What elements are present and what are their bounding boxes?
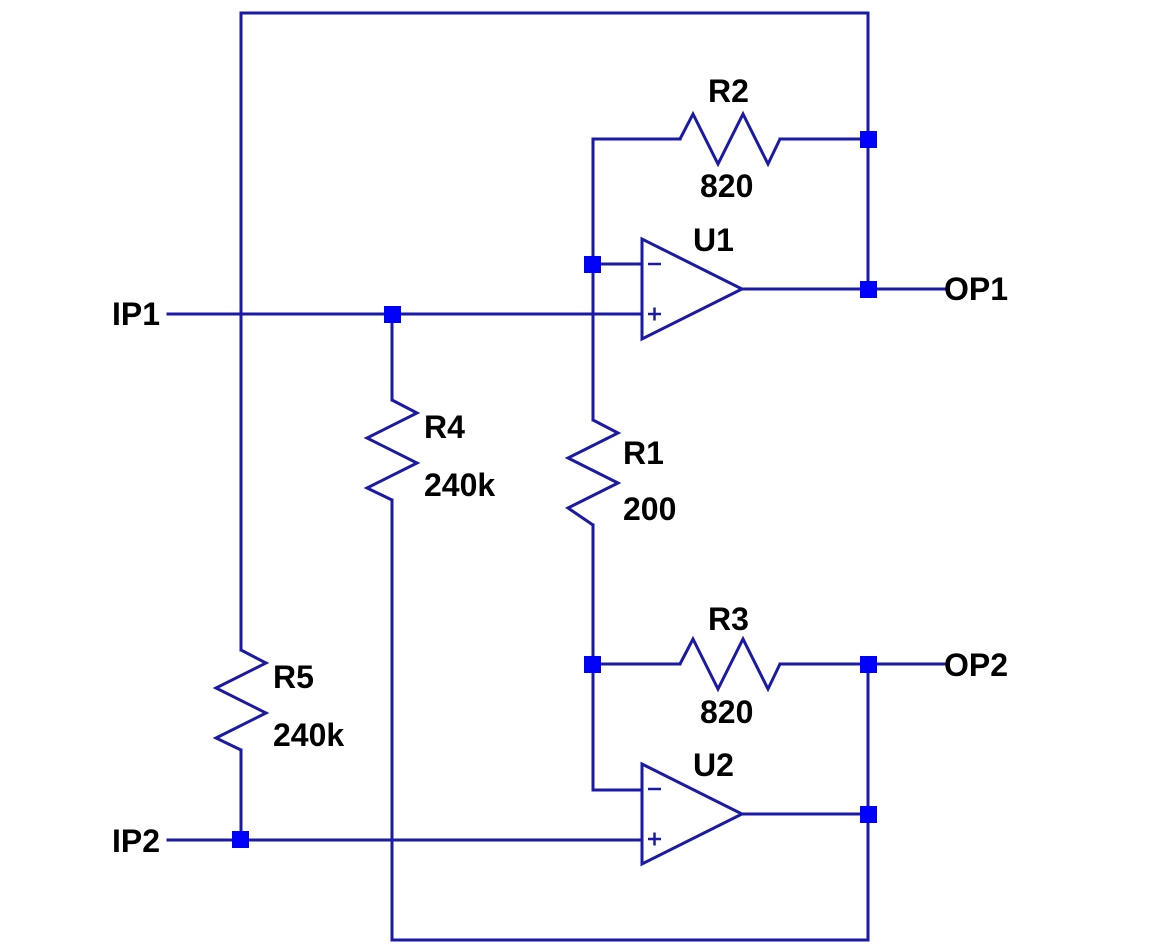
u1-plus-sign <box>648 307 661 321</box>
opamp-u1 <box>640 236 746 342</box>
junctions <box>232 131 877 848</box>
opamp-u2 <box>640 761 746 867</box>
junction-dot <box>860 131 877 148</box>
r5-name: R5 <box>273 659 314 695</box>
r1-name: R1 <box>623 435 664 471</box>
resistor-r4 <box>363 398 421 502</box>
resistor-r2 <box>678 110 782 168</box>
r4-name: R4 <box>424 409 465 445</box>
resistor-r1 <box>564 418 622 527</box>
r1-value: 200 <box>623 491 676 527</box>
r2-value: 820 <box>700 168 753 204</box>
r2-name: R2 <box>708 73 749 109</box>
r4-value: 240k <box>424 467 495 503</box>
port-label-ip2: IP2 <box>112 823 160 859</box>
port-label-ip1: IP1 <box>112 296 160 332</box>
junction-dot <box>384 306 401 323</box>
resistor-r5 <box>212 648 270 752</box>
junction-dot <box>860 656 877 673</box>
wire-top-loop <box>239 11 870 652</box>
wire-r4-bottom <box>390 498 870 942</box>
u2-plus-sign <box>648 832 661 846</box>
port-label-op1: OP1 <box>944 271 1008 307</box>
junction-dot <box>860 806 877 823</box>
resistor-r3 <box>678 635 782 693</box>
junction-dot <box>584 256 601 273</box>
junction-dot <box>232 831 249 848</box>
port-label-op2: OP2 <box>944 647 1008 683</box>
u1-name: U1 <box>693 222 734 258</box>
wires <box>166 11 946 942</box>
r3-name: R3 <box>708 601 749 637</box>
r5-value: 240k <box>273 717 344 753</box>
wire-r1-bottom <box>591 523 644 792</box>
junction-dot <box>584 656 601 673</box>
labels: IP1 IP2 OP1 OP2 R2 820 U1 R4 240k R1 200… <box>112 73 1008 859</box>
u2-name: U2 <box>693 747 734 783</box>
r3-value: 820 <box>700 694 753 730</box>
junction-dot <box>860 281 877 298</box>
